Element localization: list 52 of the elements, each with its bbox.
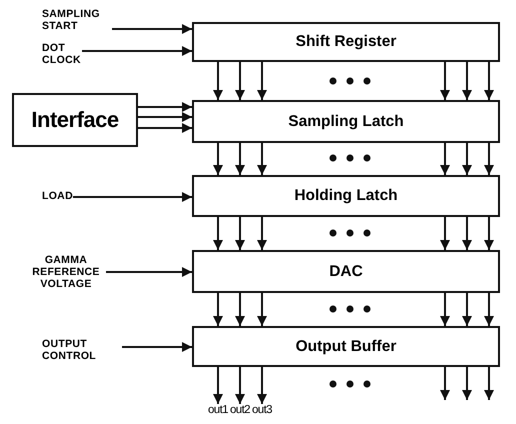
block-box: DAC [192,250,500,293]
interface-box: Interface [12,93,138,147]
arrow [138,112,192,122]
arrow [484,217,494,250]
arrow [484,367,494,400]
signal-label: LOAD [42,190,73,202]
output-label: out2 [229,404,251,420]
block-box: Holding Latch [192,175,500,217]
arrow [213,143,223,175]
arrow [440,217,450,250]
signal-label: OUTPUT CONTROL [42,338,122,362]
arrow [235,217,245,250]
signal-label: GAMMA REFERENCE VOLTAGE [26,254,106,290]
arrow [462,62,472,100]
arrow [138,123,192,133]
arrow [440,293,450,326]
arrow [257,143,267,175]
arrow [462,293,472,326]
arrow [484,293,494,326]
arrow [257,293,267,326]
arrow [462,217,472,250]
arrow [462,143,472,175]
signal-label: SAMPLING START [42,8,112,32]
arrow [213,217,223,250]
arrow [112,24,192,34]
arrow [213,293,223,326]
arrow [484,62,494,100]
arrow [235,62,245,100]
arrow [462,367,472,400]
arrow [82,46,192,56]
signal-label: DOT CLOCK [42,42,82,66]
block-box: Sampling Latch [192,100,500,143]
arrow [484,143,494,175]
block-box: Output Buffer [192,326,500,367]
arrow [257,217,267,250]
output-label: out1 [207,404,229,420]
output-label: out3 [251,404,273,420]
arrow [122,342,192,352]
arrow [257,62,267,100]
arrow [257,367,267,404]
arrow [235,367,245,404]
arrow [235,143,245,175]
block-box: Shift Register [192,22,500,62]
arrow [235,293,245,326]
arrow [440,62,450,100]
arrow [213,62,223,100]
arrow [72,192,192,202]
arrow [213,367,223,404]
arrow [106,267,192,277]
arrow [440,367,450,400]
arrow [138,102,192,112]
arrow [440,143,450,175]
